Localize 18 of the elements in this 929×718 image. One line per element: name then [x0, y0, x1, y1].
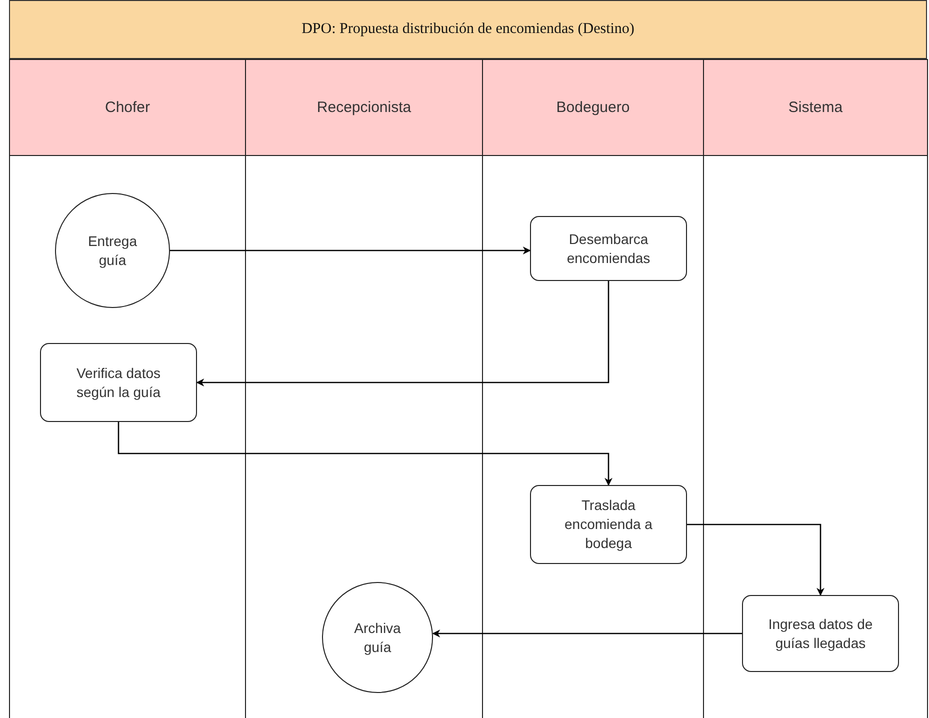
arrow	[432, 630, 742, 638]
arrow	[196, 281, 610, 386]
arrow	[170, 246, 531, 254]
lane-header: Recepcionista	[246, 60, 482, 156]
event-circle: Entrega guía	[55, 193, 170, 308]
process-box: Desembarca encomiendas	[530, 216, 687, 281]
process-box: Verifica datos según la guía	[40, 343, 197, 422]
process-box: Ingresa datos de guías llegadas	[742, 595, 899, 672]
process-box: Traslada encomienda a bodega	[530, 485, 687, 564]
swimlane	[9, 59, 246, 718]
arrow	[687, 524, 824, 596]
diagram-title: DPO: Propuesta distribución de encomiendas (Destino)	[9, 0, 927, 59]
lane-header: Chofer	[10, 60, 245, 156]
lane-header: Sistema	[704, 60, 927, 156]
arrow	[118, 422, 612, 486]
swimlane	[703, 59, 928, 718]
event-circle: Archiva guía	[322, 582, 433, 693]
lane-header: Bodeguero	[483, 60, 703, 156]
